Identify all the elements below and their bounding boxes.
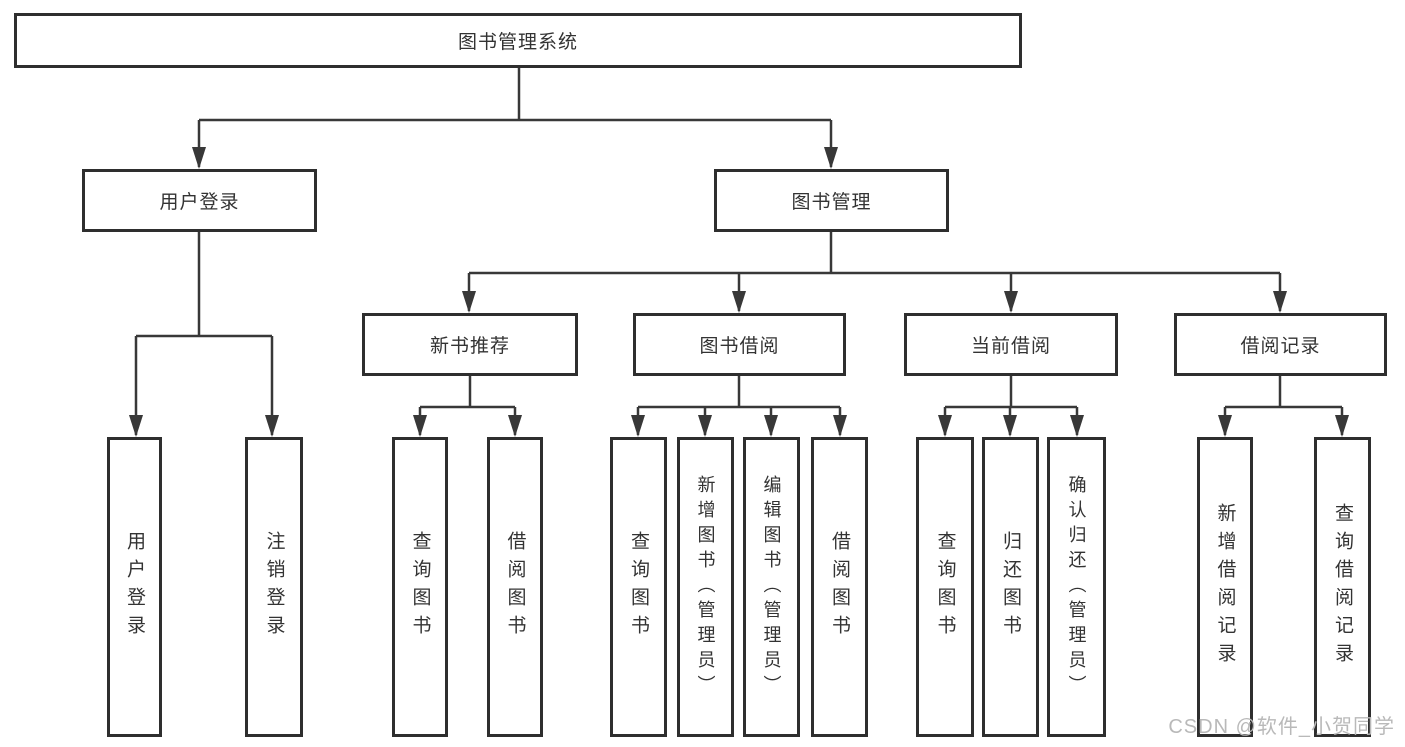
node-current-borrow: 当前借阅 — [904, 313, 1118, 376]
leaf-records-add-record: 新增借阅记录 — [1197, 437, 1253, 737]
node-root: 图书管理系统 — [14, 13, 1022, 68]
leaf-borrow-search-book-label: 查询图书 — [628, 531, 649, 643]
leaf-records-search-record: 查询借阅记录 — [1314, 437, 1371, 737]
leaf-current-return-book: 归还图书 — [982, 437, 1039, 737]
leaf-borrow-edit-book-admin-label: 编辑图书（管理员） — [761, 474, 782, 700]
leaf-user-login: 用户登录 — [107, 437, 162, 737]
node-current-borrow-label: 当前借阅 — [970, 336, 1051, 357]
leaf-recommend-borrow-book-label: 借阅图书 — [504, 531, 526, 643]
leaf-borrow-borrow-book: 借阅图书 — [811, 437, 868, 737]
leaf-borrow-borrow-book-label: 借阅图书 — [829, 531, 850, 643]
leaf-logout: 注销登录 — [245, 437, 303, 737]
node-book-borrow-label: 图书借阅 — [699, 336, 780, 357]
leaf-recommend-search-book: 查询图书 — [392, 437, 448, 737]
leaf-current-search-book: 查询图书 — [916, 437, 974, 737]
leaf-recommend-search-book-label: 查询图书 — [409, 531, 431, 643]
node-user-login: 用户登录 — [82, 169, 317, 232]
node-root-label: 图书管理系统 — [457, 32, 578, 53]
leaf-records-search-record-label: 查询借阅记录 — [1332, 503, 1353, 671]
node-borrow-records: 借阅记录 — [1174, 313, 1387, 376]
node-new-book-recommend-label: 新书推荐 — [429, 336, 510, 357]
node-new-book-recommend: 新书推荐 — [362, 313, 578, 376]
leaf-current-confirm-return-admin-label: 确认归还（管理员） — [1066, 474, 1087, 700]
leaf-borrow-add-book-admin: 新增图书（管理员） — [677, 437, 734, 737]
node-book-borrow: 图书借阅 — [633, 313, 846, 376]
node-user-login-label: 用户登录 — [159, 192, 240, 213]
leaf-current-confirm-return-admin: 确认归还（管理员） — [1047, 437, 1106, 737]
leaf-current-search-book-label: 查询图书 — [934, 531, 956, 643]
leaf-records-add-record-label: 新增借阅记录 — [1214, 503, 1236, 671]
leaf-borrow-edit-book-admin: 编辑图书（管理员） — [743, 437, 800, 737]
leaf-borrow-search-book: 查询图书 — [610, 437, 667, 737]
node-book-management: 图书管理 — [714, 169, 949, 232]
leaf-current-return-book-label: 归还图书 — [1000, 531, 1021, 643]
leaf-logout-label: 注销登录 — [263, 531, 285, 643]
leaf-user-login-label: 用户登录 — [124, 531, 145, 643]
node-borrow-records-label: 借阅记录 — [1240, 336, 1321, 357]
node-book-management-label: 图书管理 — [791, 192, 872, 213]
leaf-recommend-borrow-book: 借阅图书 — [487, 437, 543, 737]
leaf-borrow-add-book-admin-label: 新增图书（管理员） — [695, 474, 716, 700]
